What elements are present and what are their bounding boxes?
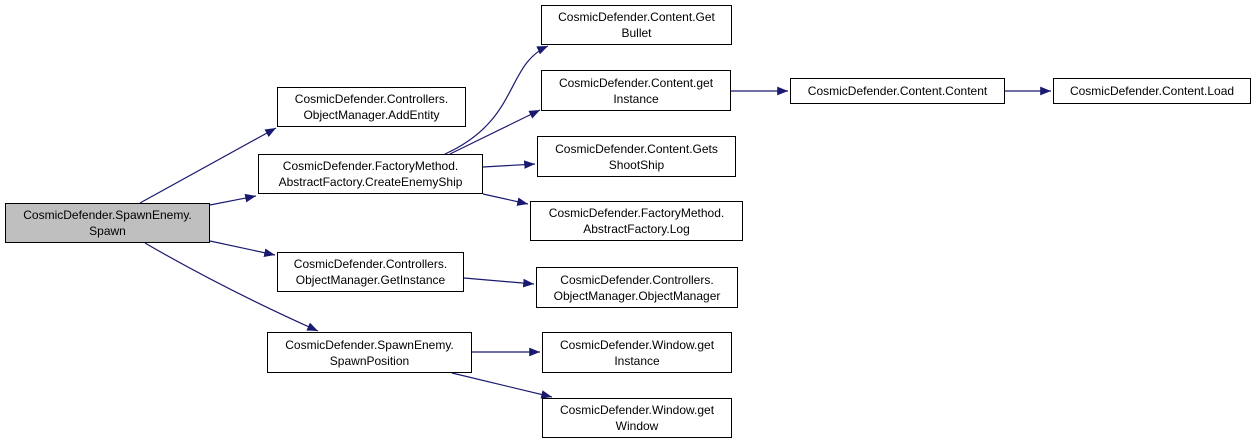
node-get-instance-om-line2: ObjectManager.GetInstance — [295, 273, 446, 287]
node-factory-log-line1: CosmicDefender.FactoryMethod. — [548, 206, 725, 220]
node-spawn-line2: Spawn — [89, 224, 126, 238]
node-get-bullet-line1: CosmicDefender.Content.Get — [558, 10, 715, 24]
node-spawn: CosmicDefender.SpawnEnemy. Spawn — [5, 203, 210, 243]
node-spawn-position-line1: CosmicDefender.SpawnEnemy. — [285, 337, 454, 352]
node-om-ctor-line1: CosmicDefender.Controllers. — [560, 272, 714, 287]
node-content-content-line1: CosmicDefender.Content.Content — [807, 84, 988, 98]
node-content-get-instance-line2: Instance — [613, 91, 659, 106]
edge-get-instance-om-to-om-ctor — [463, 277, 535, 288]
node-content-get-instance-line1: CosmicDefender.Content.get — [558, 75, 714, 90]
node-factory-log[interactable]: CosmicDefender.FactoryMethod. AbstractFa… — [530, 201, 743, 241]
node-om-ctor-line2: ObjectManager.ObjectManager — [553, 288, 721, 303]
node-add-entity-line1: CosmicDefender.Controllers. — [294, 92, 449, 106]
node-content-load-line1: CosmicDefender.Content.Load — [1069, 84, 1235, 98]
node-window-get-window-line1: CosmicDefender.Window.get — [559, 403, 715, 417]
node-get-instance-om-line1: CosmicDefender.Controllers. — [293, 257, 448, 271]
node-window-get-instance-line1: CosmicDefender.Window.get — [559, 337, 715, 352]
edge-spawn-position-to-window-get-window — [451, 372, 553, 399]
edge-spawn-to-spawn-position — [144, 242, 319, 332]
node-create-enemy-ship-line2: AbstractFactory.CreateEnemyShip — [278, 175, 463, 189]
node-content-get-instance[interactable]: CosmicDefender.Content.get Instance — [541, 70, 731, 111]
edge-create-enemy-ship-to-get-bullet — [444, 45, 549, 155]
node-spawn-line1: CosmicDefender.SpawnEnemy. — [23, 208, 192, 222]
node-spawn-position-line2: SpawnPosition — [329, 353, 410, 368]
node-om-ctor[interactable]: CosmicDefender.Controllers. ObjectManage… — [536, 267, 738, 308]
node-window-get-window-line2: Window — [615, 419, 659, 433]
node-gets-shoot-ship-line2: ShootShip — [608, 157, 665, 172]
edge-spawn-to-get-instance-om — [209, 240, 276, 257]
node-window-get-window[interactable]: CosmicDefender.Window.get Window — [542, 398, 732, 438]
node-spawn-position[interactable]: CosmicDefender.SpawnEnemy. SpawnPosition — [267, 332, 472, 373]
node-get-bullet[interactable]: CosmicDefender.Content.Get Bullet — [541, 5, 732, 45]
node-window-get-instance-line2: Instance — [614, 353, 660, 368]
node-create-enemy-ship-line1: CosmicDefender.FactoryMethod. — [282, 159, 459, 173]
node-get-instance-om[interactable]: CosmicDefender.Controllers. ObjectManage… — [277, 252, 464, 292]
edge-spawn-to-create-enemy-ship — [209, 193, 257, 206]
node-gets-shoot-ship-line1: CosmicDefender.Content.Gets — [555, 141, 718, 156]
node-window-get-instance[interactable]: CosmicDefender.Window.get Instance — [542, 332, 732, 373]
node-create-enemy-ship[interactable]: CosmicDefender.FactoryMethod. AbstractFa… — [258, 154, 483, 194]
edge-spawn-to-add-entity — [139, 127, 277, 204]
node-content-load[interactable]: CosmicDefender.Content.Load — [1053, 78, 1251, 104]
node-add-entity[interactable]: CosmicDefender.Controllers. ObjectManage… — [277, 87, 466, 127]
node-add-entity-line2: ObjectManager.AddEntity — [303, 108, 440, 122]
edge-create-enemy-ship-to-content-get-instance — [449, 109, 541, 155]
edge-create-enemy-ship-to-factory-log — [482, 193, 529, 206]
edge-create-enemy-ship-to-gets-shoot-ship — [482, 160, 536, 169]
node-get-bullet-line2: Bullet — [621, 26, 652, 40]
node-gets-shoot-ship[interactable]: CosmicDefender.Content.Gets ShootShip — [537, 136, 736, 177]
node-factory-log-line2: AbstractFactory.Log — [583, 222, 690, 236]
node-content-content[interactable]: CosmicDefender.Content.Content — [790, 78, 1005, 104]
